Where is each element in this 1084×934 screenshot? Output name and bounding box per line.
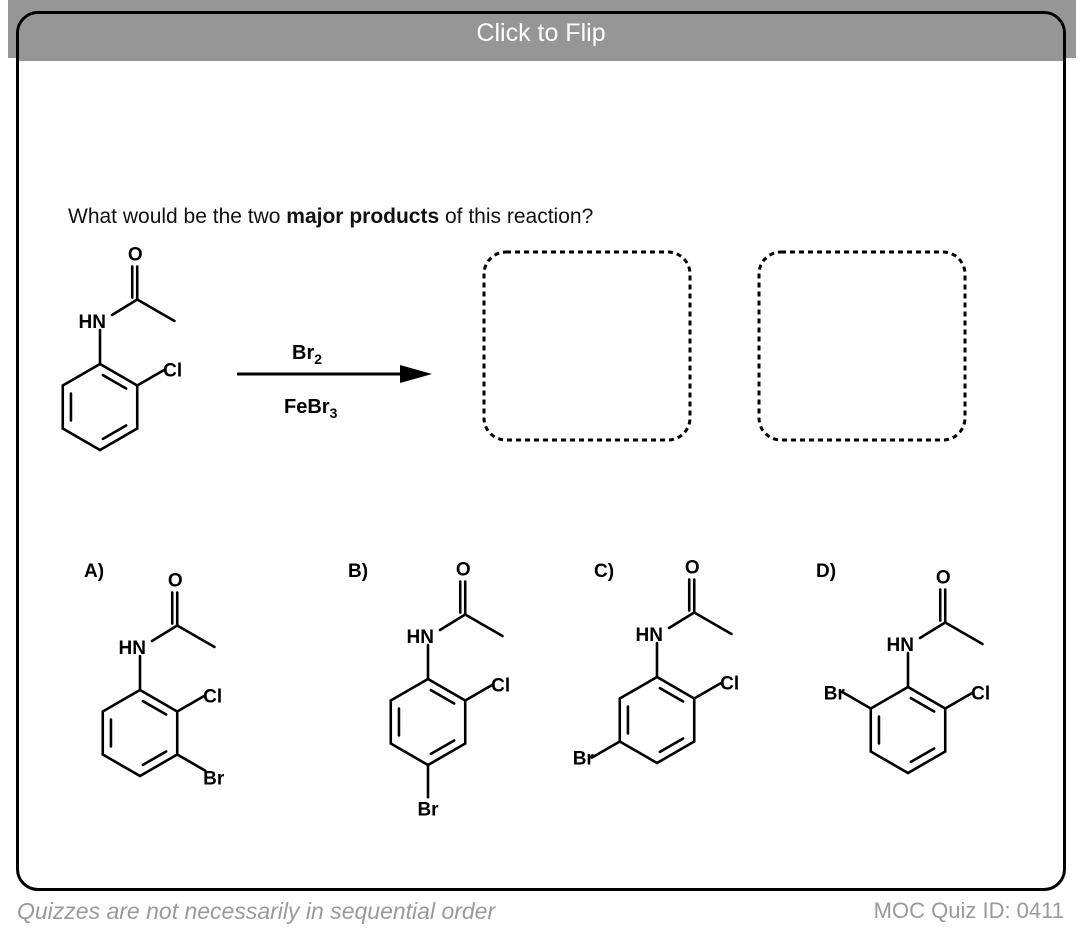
oxygen-label: O [128,245,143,266]
bond [61,362,102,387]
bond [175,694,207,713]
bond [909,747,936,764]
bond [655,740,696,765]
flashcard[interactable]: Click to Flip [16,11,1066,891]
bond [389,742,430,767]
reagent-br2: Br2 [292,342,322,367]
option-label: D) [816,561,836,582]
chlorine-label: Cl [203,686,222,707]
bond [150,624,179,643]
nh-label: HN [119,638,146,659]
bond [61,427,102,452]
bond [429,688,456,705]
bromine-label: Br [824,683,846,704]
bond [438,613,467,632]
option-d[interactable]: O HN Cl Br D) [816,561,990,775]
question-bold: major products [286,205,440,228]
bond [138,688,179,713]
arrowhead-icon [400,365,432,383]
oxygen-label: O [685,558,700,579]
bromine-label: Br [573,749,595,770]
bond [658,686,685,703]
nh-label: HN [887,635,914,656]
bond [618,740,659,765]
bond [463,683,495,702]
nh-label: HN [407,627,434,648]
bond [943,691,975,710]
bond [98,427,139,452]
bond [135,368,167,387]
bond [841,691,873,710]
bond [426,742,467,767]
question-suffix: of this reaction? [439,205,594,228]
bond [175,753,207,772]
chlorine-label: Cl [720,673,739,694]
bond [869,750,910,775]
starting-material[interactable]: O HN Cl [61,245,182,452]
bond [667,611,696,630]
bond [618,675,659,700]
bond [426,677,467,702]
bond [463,613,504,638]
footer-note: Quizzes are not necessarily in sequentia… [17,898,496,924]
nh-label: HN [636,625,663,646]
option-label: A) [84,561,104,582]
bromine-label: Br [203,769,225,790]
question-prefix: What would be the two [68,205,287,228]
bond [692,611,733,636]
bond [918,621,947,640]
bromine-label: Br [417,799,439,820]
oxygen-label: O [936,568,951,589]
oxygen-label: O [456,560,471,581]
oxygen-label: O [168,571,183,592]
product-drop-box-1[interactable] [482,250,692,442]
bond [906,750,947,775]
option-label: C) [594,561,614,582]
bond [389,677,430,702]
chlorine-label: Cl [971,683,990,704]
bond [98,362,139,387]
bond [135,298,176,323]
bond [101,373,128,390]
bond [590,740,622,759]
bond [655,675,696,700]
bond [101,688,142,713]
nh-label: HN [79,312,106,333]
option-label: B) [348,561,368,582]
bond [906,685,947,710]
bond [101,753,142,778]
bond [943,621,984,646]
bond [141,750,168,767]
product-drop-box-2[interactable] [757,250,967,442]
chlorine-label: Cl [491,675,510,696]
bond [138,753,179,778]
bond [909,696,936,713]
bond [175,624,216,649]
bond [429,739,456,756]
click-to-flip-button[interactable]: Click to Flip [19,14,1063,61]
bond [869,685,910,710]
quiz-id: MOC Quiz ID: 0411 [873,898,1064,923]
bond [110,298,139,317]
bond [101,424,128,441]
bond [658,737,685,754]
question-text: What would be the two major products of … [68,205,593,229]
chlorine-label: Cl [163,360,182,381]
bond [141,699,168,716]
bond [692,681,724,700]
reagent-febr3: FeBr3 [284,396,338,421]
